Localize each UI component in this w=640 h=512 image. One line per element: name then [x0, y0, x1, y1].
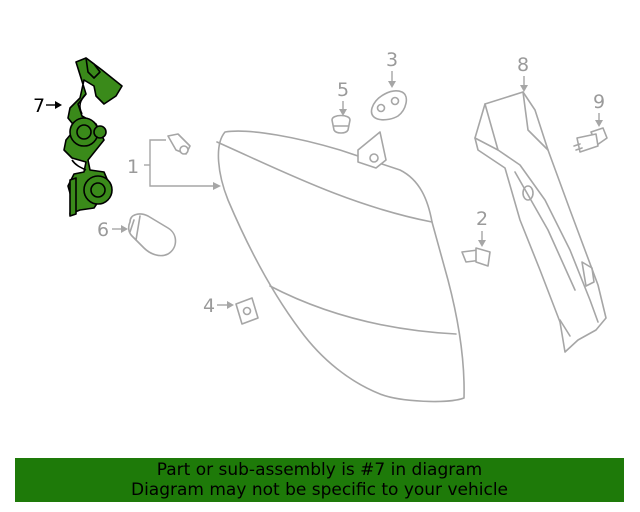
callout-2: 2	[476, 208, 488, 247]
svg-text:3: 3	[386, 49, 398, 71]
svg-text:6: 6	[97, 219, 109, 241]
part-3-gasket[interactable]	[370, 90, 408, 121]
callout-1: 1	[127, 139, 221, 190]
svg-text:1: 1	[127, 156, 139, 178]
part-1-tail-lamp[interactable]	[216, 130, 465, 403]
callout-9: 9	[593, 91, 605, 127]
part-8-bracket[interactable]	[474, 91, 607, 353]
svg-text:2: 2	[476, 208, 488, 230]
part-5-clip[interactable]	[331, 114, 351, 134]
svg-text:5: 5	[337, 79, 349, 101]
callout-7: 7	[33, 95, 62, 117]
callout-4: 4	[203, 295, 234, 317]
callout-8: 8	[517, 54, 529, 92]
banner-line-1: Part or sub-assembly is #7 in diagram	[156, 460, 483, 480]
svg-text:4: 4	[203, 295, 215, 317]
callout-5: 5	[337, 79, 349, 116]
part-9-bolt[interactable]	[573, 127, 608, 153]
highlight-notice-banner: Part or sub-assembly is #7 in diagram Di…	[15, 458, 624, 502]
callout-6: 6	[97, 219, 128, 241]
part-7-wiring-harness[interactable]	[63, 57, 123, 217]
svg-text:7: 7	[33, 95, 45, 117]
part-6-bulb[interactable]	[127, 213, 177, 257]
part-1-socket[interactable]	[167, 133, 191, 155]
parts-diagram: 8 9 1 2	[33, 49, 608, 403]
part-2-screw[interactable]	[461, 247, 491, 267]
banner-line-2: Diagram may not be specific to your vehi…	[130, 480, 508, 500]
callout-3: 3	[386, 49, 398, 88]
svg-text:9: 9	[593, 91, 605, 113]
part-4-nut[interactable]	[235, 297, 259, 325]
svg-text:8: 8	[517, 54, 529, 76]
